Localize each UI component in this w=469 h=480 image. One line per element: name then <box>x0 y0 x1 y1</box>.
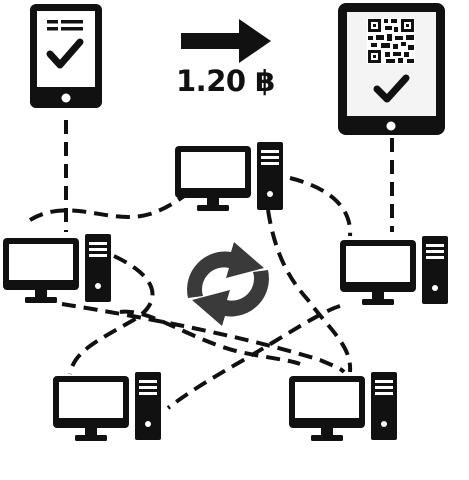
payment-amount: 1.20 ฿ <box>176 64 275 98</box>
network-connections <box>28 120 394 410</box>
connection-top-to-right <box>289 176 353 237</box>
sender-checkmark-icon <box>46 38 84 69</box>
computer-node-right <box>340 236 448 305</box>
sync-icon <box>187 242 269 326</box>
connection-left-to-bottom-left <box>68 254 155 375</box>
transfer-arrow-icon <box>181 19 271 63</box>
connection-left-to-top <box>28 190 192 222</box>
connection-top-to-bottom-right <box>266 209 353 373</box>
sender-phone-icon <box>30 4 102 108</box>
computer-node-top <box>175 142 283 211</box>
connection-left-to-right <box>119 309 301 366</box>
qr-code-icon <box>367 18 415 64</box>
computer-node-bottom-right <box>289 372 397 441</box>
receiver-checkmark-icon <box>373 74 410 103</box>
computer-node-left <box>3 234 111 303</box>
receiver-tablet-icon <box>338 3 445 135</box>
connection-right-to-bottom-left <box>166 304 341 410</box>
computer-node-bottom-left <box>53 372 161 441</box>
connection-left-to-bottom-right <box>61 302 346 374</box>
